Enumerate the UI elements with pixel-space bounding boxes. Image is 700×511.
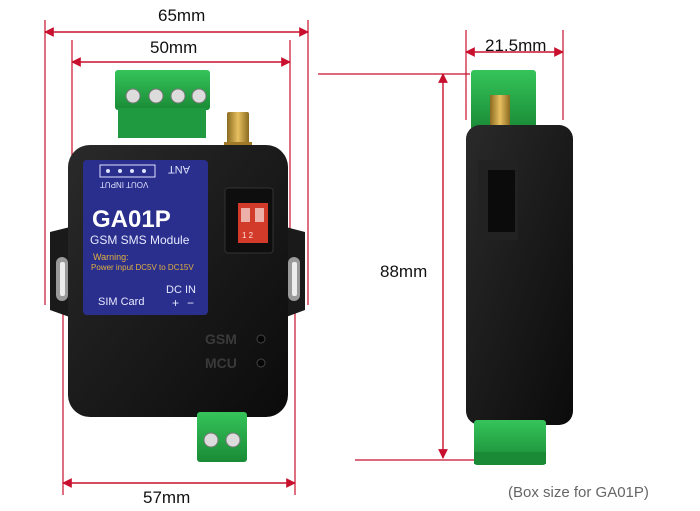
dc-plus-icon: +: [172, 296, 180, 310]
antenna-label: ANT: [168, 163, 190, 175]
side-antenna-connector: [490, 95, 510, 130]
dim-label-top-inner: 50mm: [150, 38, 198, 57]
dim-label-bottom: 57mm: [143, 488, 191, 507]
device-label: [83, 160, 208, 315]
model-name: GA01P: [92, 206, 171, 233]
side-device-photo: [466, 70, 573, 465]
dim-label-depth: 21.5mm: [485, 36, 547, 55]
mcu-indicator-label: MCU: [205, 355, 237, 371]
gsm-indicator-label: GSM: [205, 331, 237, 347]
mcu-led: [256, 358, 266, 368]
dc-in-label: DC IN: [166, 284, 196, 296]
gsm-led: [256, 334, 266, 344]
sim-card-label: SIM Card: [98, 296, 145, 308]
sma-antenna-connector: [227, 112, 249, 150]
dip-switch-digits: 1 2: [242, 231, 254, 240]
pin-header-label: VOUT INPUT: [100, 180, 149, 189]
dim-label-top-outer: 65mm: [158, 6, 206, 25]
front-device-photo: [50, 70, 305, 462]
caption: (Box size for GA01P): [508, 484, 649, 501]
dc-minus-icon: −: [187, 296, 195, 310]
terminal-block-bottom: [197, 412, 247, 462]
warning-text: Power input DC5V to DC15V: [91, 263, 194, 272]
warning-title: Warning:: [93, 252, 129, 262]
module-subtitle: GSM SMS Module: [90, 233, 190, 247]
dim-label-height: 88mm: [380, 262, 428, 281]
